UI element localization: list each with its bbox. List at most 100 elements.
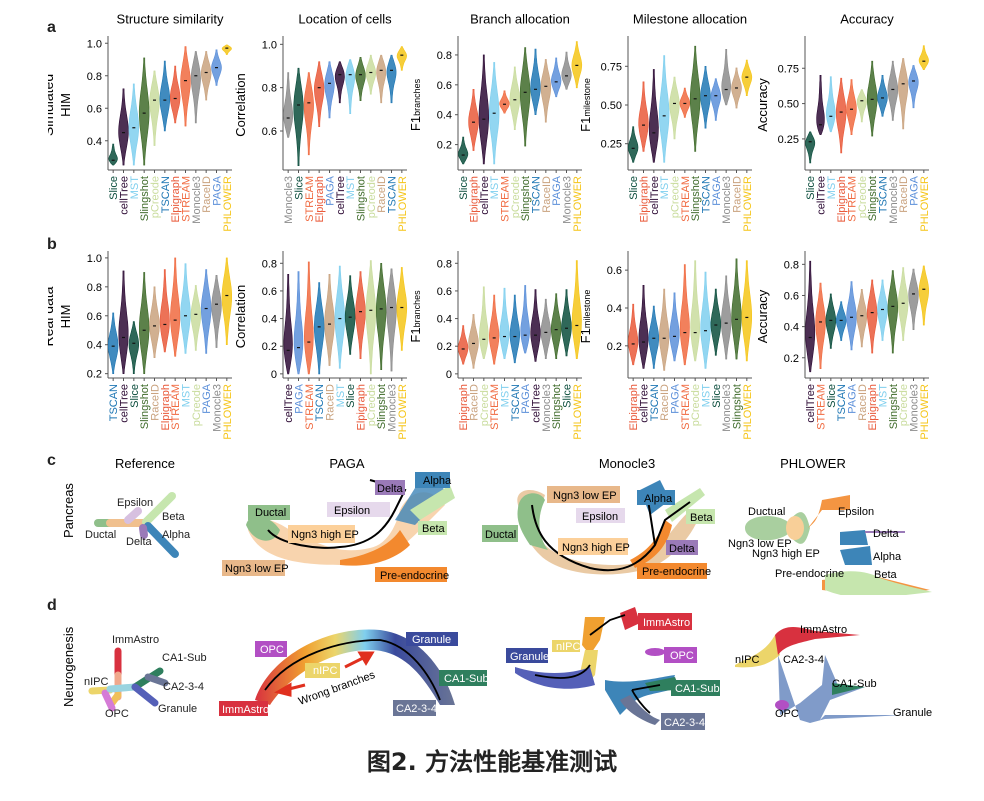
y-axis-label-text: Correlation — [233, 285, 248, 349]
x-tick-label: TSCAN — [836, 384, 848, 421]
violin-Slice — [710, 288, 722, 356]
y-axis-label: F1milestone — [578, 78, 593, 132]
y-axis-label-text: F1 — [408, 327, 423, 342]
violin-chart-b3: F1branches00.20.40.60.8ElpigraphRaceIDpC… — [408, 251, 584, 440]
violin-PHLOWER — [221, 257, 232, 345]
violin-PAGA — [846, 281, 857, 351]
phlower-stream: Ductual Ngn3 low EP Ngn3 high EP Pre-end… — [728, 495, 932, 595]
ref-granule: Granule — [158, 703, 197, 715]
paga-label-beta: Beta — [422, 523, 446, 535]
title-reference: Reference — [115, 456, 175, 471]
violin-cellTree — [118, 88, 129, 166]
violin-PHLOWER — [918, 265, 930, 326]
x-tick-label: pCreode — [510, 176, 522, 218]
y-tick-label: 0.8 — [784, 259, 799, 271]
violin-chart-a4: Milestone allocationF1milestone0.250.500… — [578, 12, 754, 232]
violin-Slice — [561, 289, 572, 357]
x-tick-label: STREAM — [680, 176, 692, 222]
violin-cellTree — [648, 69, 659, 163]
x-tick-label: PHLOWER — [222, 176, 234, 232]
x-tick-label: cellTree — [335, 176, 347, 215]
x-tick-label: TSCAN — [510, 384, 522, 421]
phlower-d-label-immastro: ImmAstro — [800, 624, 847, 636]
x-tick-label: cellTree — [805, 384, 817, 423]
chart-title: Milestone allocation — [633, 12, 747, 27]
violin-PHLOWER — [396, 267, 408, 351]
violin-Monocle3 — [887, 60, 899, 121]
violin-MST — [700, 271, 711, 369]
violin-cellTree — [283, 273, 293, 375]
violin-chart-b4: F1milestone0.20.40.6ElpigraphcellTreeTSC… — [578, 251, 754, 440]
x-tick-label: pCreode — [670, 176, 682, 218]
x-tick-label: Slingshot — [867, 176, 879, 221]
x-tick-label: TSCAN — [160, 176, 172, 213]
x-tick-label: Slingshot — [520, 176, 532, 221]
title-monocle3: Monocle3 — [599, 456, 655, 471]
ref-nipc: nIPC — [84, 676, 109, 688]
violin-Monocle3 — [283, 72, 293, 138]
x-tick-label: Monocle3 — [387, 384, 399, 432]
y-axis-label-text: F1 — [578, 117, 593, 132]
panel-c: Reference PAGA Monocle3 PHLOWER Pancreas… — [61, 456, 932, 595]
x-tick-label: Slingshot — [376, 384, 388, 429]
y-tick-label: 0.8 — [87, 71, 102, 83]
x-tick-label: Slice — [711, 384, 723, 408]
violin-Monocle3 — [386, 268, 397, 372]
violin-Elpigraph — [628, 303, 639, 366]
x-tick-label: Slice — [108, 176, 120, 200]
y-tick-label: 0.6 — [262, 126, 277, 138]
paga-d-label-ca2-3-4: CA2-3-4 — [396, 703, 437, 715]
x-tick-label: Elpigraph — [314, 176, 326, 222]
violin-MST — [334, 265, 346, 369]
violin-Slice — [293, 67, 304, 166]
x-tick-label: STREAM — [181, 176, 193, 222]
x-tick-label: MST — [345, 176, 357, 200]
violin-STREAM — [815, 282, 826, 369]
x-tick-label: Elpigraph — [639, 176, 651, 222]
violin-STREAM — [170, 257, 181, 357]
x-tick-label: Monocle3 — [191, 176, 203, 224]
violin-Monocle3 — [211, 274, 222, 348]
violin-Slingshot — [887, 270, 898, 354]
violin-TSCAN — [835, 301, 847, 341]
x-tick-label: TSCAN — [649, 384, 661, 421]
x-tick-label: cellTree — [283, 384, 295, 423]
y-tick-label: 0.8 — [262, 258, 277, 270]
x-tick-label: PAGA — [847, 383, 859, 413]
m3-d-label-ca2-3-4: CA2-3-4 — [664, 717, 705, 729]
paga-d-label-nipc: nIPC — [313, 665, 338, 677]
x-tick-label: STREAM — [680, 384, 692, 430]
x-tick-label: Monocle3 — [212, 384, 224, 432]
paga-d-label-granule: Granule — [412, 634, 451, 646]
x-tick-label: MST — [659, 176, 671, 200]
x-tick-label: Elpigraph — [836, 176, 848, 222]
violin-TSCAN — [530, 48, 541, 115]
violin-Slingshot — [866, 60, 878, 137]
violin-PAGA — [908, 65, 919, 109]
phlower-label-ductual: Ductual — [748, 506, 785, 518]
y-tick-label: 1.0 — [87, 253, 102, 265]
x-tick-label: PHLOWER — [572, 176, 584, 232]
m3-d-label-immastro: ImmAstro — [643, 617, 690, 629]
paga-embedding: Ductal Ngn3 high EP Ngn3 low EP Epsilon … — [222, 472, 455, 582]
m3-label-ngn3-high: Ngn3 high EP — [562, 542, 630, 554]
paga-neuro-embedding: Wrong branches OPC Granule nIPC CA1-Sub … — [219, 629, 489, 716]
violin-RaceID — [201, 51, 212, 101]
y-tick-label: 0.2 — [437, 341, 452, 353]
violin-Elpigraph — [313, 61, 325, 127]
ref-ductal: Ductal — [85, 529, 116, 541]
violin-TSCAN — [509, 294, 521, 364]
row-label-neurogenesis: Neurogenesis — [61, 626, 76, 707]
violin-RaceID — [376, 54, 387, 104]
x-tick-label: Elpigraph — [867, 384, 879, 430]
title-phlower: PHLOWER — [780, 456, 846, 471]
x-tick-label: STREAM — [304, 384, 316, 430]
reference-tree: Epsilon Beta Ductal Delta Alpha — [85, 492, 191, 558]
violin-RaceID — [658, 288, 670, 371]
x-tick-label: TSCAN — [531, 176, 543, 213]
x-tick-label: Slingshot — [139, 176, 151, 221]
x-tick-label: PAGA — [670, 383, 682, 413]
y-tick-label: 0.6 — [784, 290, 799, 302]
paga-d-label-opc: OPC — [260, 644, 284, 656]
y-axis-label-text: Accuracy — [755, 78, 770, 132]
